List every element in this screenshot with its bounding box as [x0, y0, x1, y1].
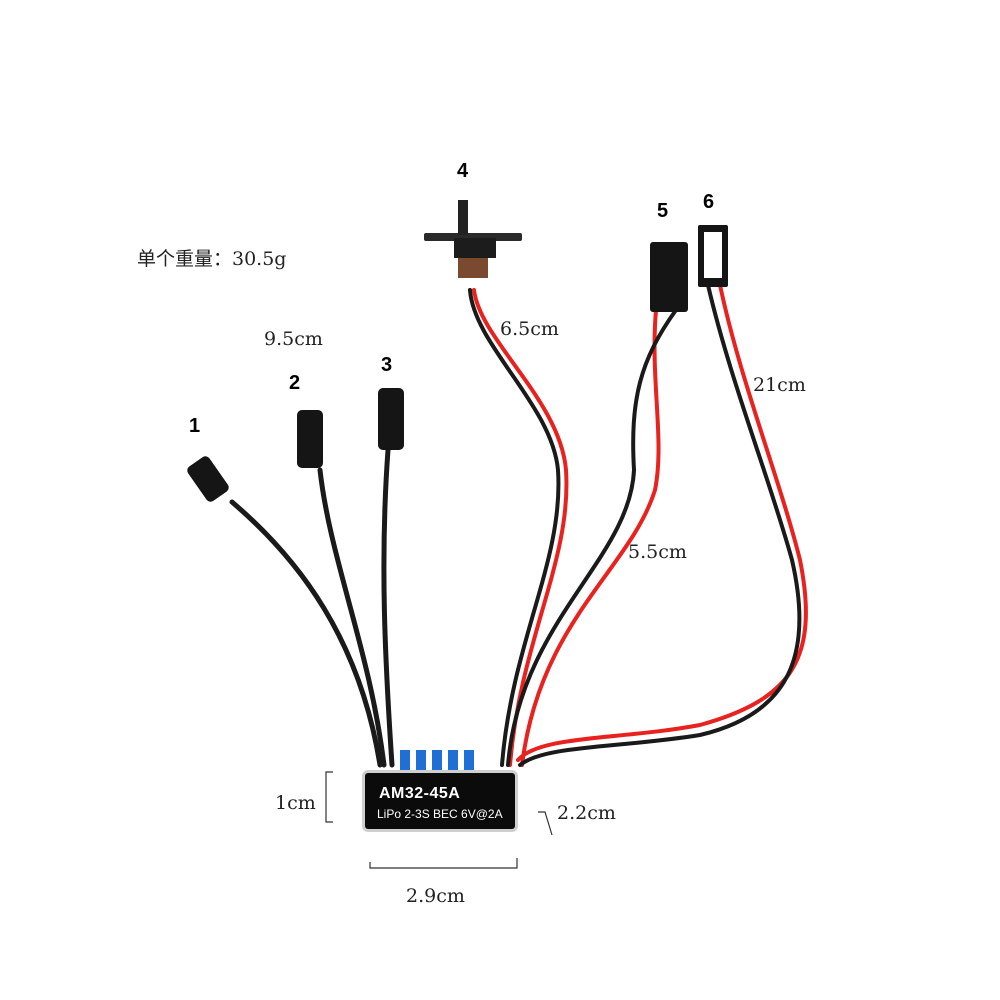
wire-1	[229, 499, 383, 768]
connector-number-3: 3	[381, 354, 393, 376]
connector-1	[187, 456, 229, 502]
wire-4-black	[468, 288, 561, 767]
connector-number-6: 6	[703, 191, 715, 213]
switch-wire-length: 6.5cm	[500, 318, 559, 340]
height-dimension: 1cm	[275, 792, 316, 814]
connector-2	[297, 410, 323, 468]
connector-number-2: 2	[289, 372, 301, 394]
connector-number-4: 4	[457, 160, 469, 182]
heatsink	[400, 750, 474, 774]
connector-5	[650, 242, 688, 312]
depth-dimension: 2.2cm	[557, 802, 616, 824]
wire-6-red	[516, 283, 808, 762]
width-dimension: 2.9cm	[406, 885, 465, 907]
weight-label: 单个重量：30.5g	[137, 248, 287, 270]
wire-6-black	[518, 283, 802, 767]
wire-5-red	[520, 308, 661, 767]
bullet-connectors	[187, 388, 404, 502]
motor-wire-length: 9.5cm	[264, 328, 323, 350]
switch-connector-4	[424, 200, 522, 278]
esc-spec: LiPo 2-3S BEC 6V@2A	[377, 807, 503, 821]
connector-number-5: 5	[657, 200, 669, 222]
esc-body: AM32-45A LiPo 2-3S BEC 6V@2A	[362, 770, 518, 832]
connector-number-1: 1	[189, 415, 201, 437]
wire-3	[381, 447, 395, 768]
esc-model: AM32-45A	[379, 785, 461, 802]
connector-3	[378, 388, 404, 450]
wire-5-black	[506, 308, 678, 767]
connector5-wire-length: 5.5cm	[628, 541, 687, 563]
dimension-marks	[325, 771, 553, 869]
wire-4-red	[472, 288, 569, 767]
connector6-wire-length: 21cm	[753, 374, 806, 396]
wire-2	[317, 467, 387, 768]
